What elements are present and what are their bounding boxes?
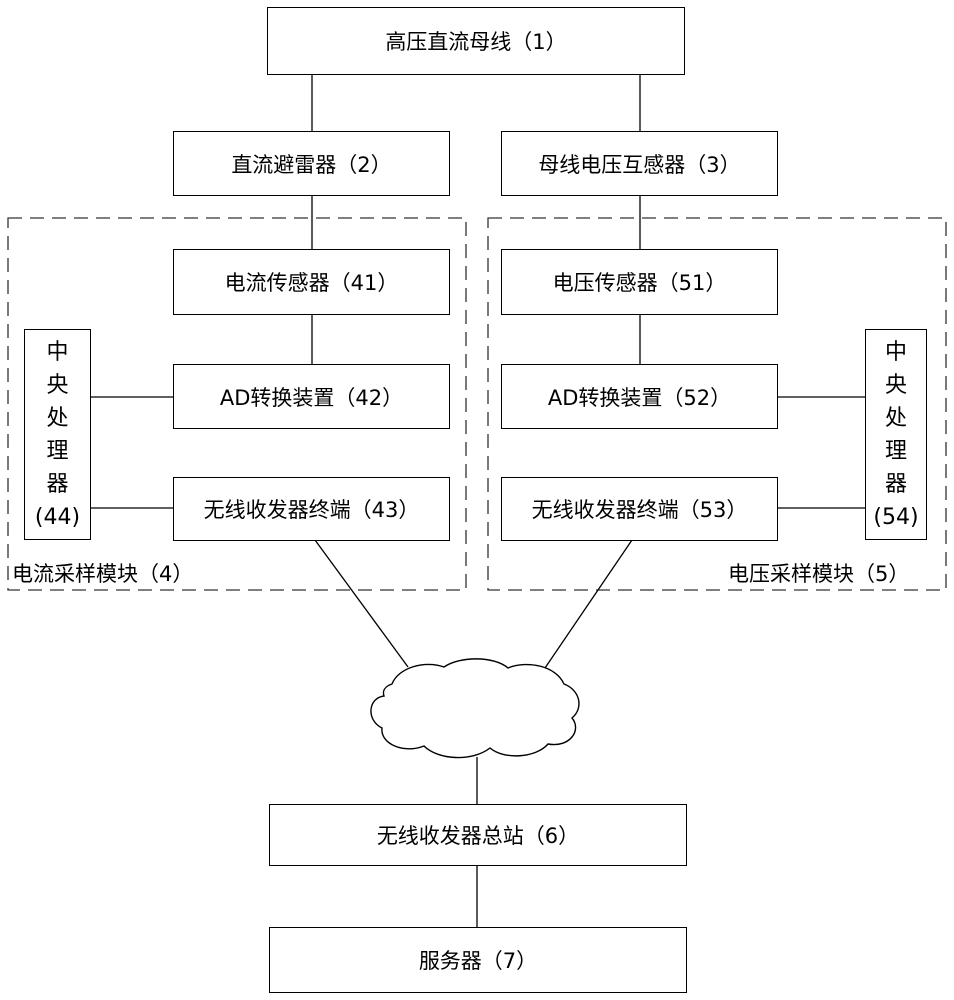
central-processor-left-box: 中 央 处 理 器 (44) xyxy=(24,329,91,540)
wireless-terminal-right-box: 无线收发器终端（53） xyxy=(501,477,778,541)
cpu-right-char: 央 xyxy=(884,372,907,398)
network-cloud-icon xyxy=(370,658,580,759)
current-module-label: 电流采样模块（4） xyxy=(12,562,194,586)
cpu-left-char: (44) xyxy=(34,504,81,530)
server-box: 服务器（7） xyxy=(269,927,687,993)
line-wireless-right-cloud xyxy=(544,539,633,669)
wireless-terminal-left-box: 无线收发器终端（43） xyxy=(173,477,450,541)
cpu-right-char: (54) xyxy=(873,504,919,530)
voltage-module-label: 电压采样模块（5） xyxy=(728,562,910,586)
cpu-left-char: 中 xyxy=(46,339,69,365)
voltage-module-frame xyxy=(487,217,947,591)
cpu-right-char: 器 xyxy=(884,471,907,497)
current-sensor-box: 电流传感器（41） xyxy=(173,249,450,315)
ad-converter-right-box: AD转换装置（52） xyxy=(501,364,778,429)
cpu-right-char: 中 xyxy=(884,339,907,365)
cpu-left-char: 处 xyxy=(46,405,69,431)
cpu-right-char: 处 xyxy=(884,405,907,431)
high-voltage-dc-bus-box: 高压直流母线（1） xyxy=(267,7,685,75)
voltage-sensor-box: 电压传感器（51） xyxy=(501,249,778,315)
line-wireless-left-cloud xyxy=(314,539,409,668)
cpu-left-char: 央 xyxy=(46,372,69,398)
dc-arrester-box: 直流避雷器（2） xyxy=(173,131,450,196)
cpu-right-char: 理 xyxy=(884,438,907,464)
cpu-left-char: 器 xyxy=(46,471,69,497)
central-processor-right-box: 中 央 处 理 器 (54) xyxy=(865,329,927,540)
bus-voltage-transformer-box: 母线电压互感器（3） xyxy=(501,131,778,196)
ad-converter-left-box: AD转换装置（42） xyxy=(173,364,450,429)
wireless-master-station-box: 无线收发器总站（6） xyxy=(269,804,687,866)
cpu-left-char: 理 xyxy=(46,438,69,464)
current-module-frame xyxy=(7,217,467,591)
